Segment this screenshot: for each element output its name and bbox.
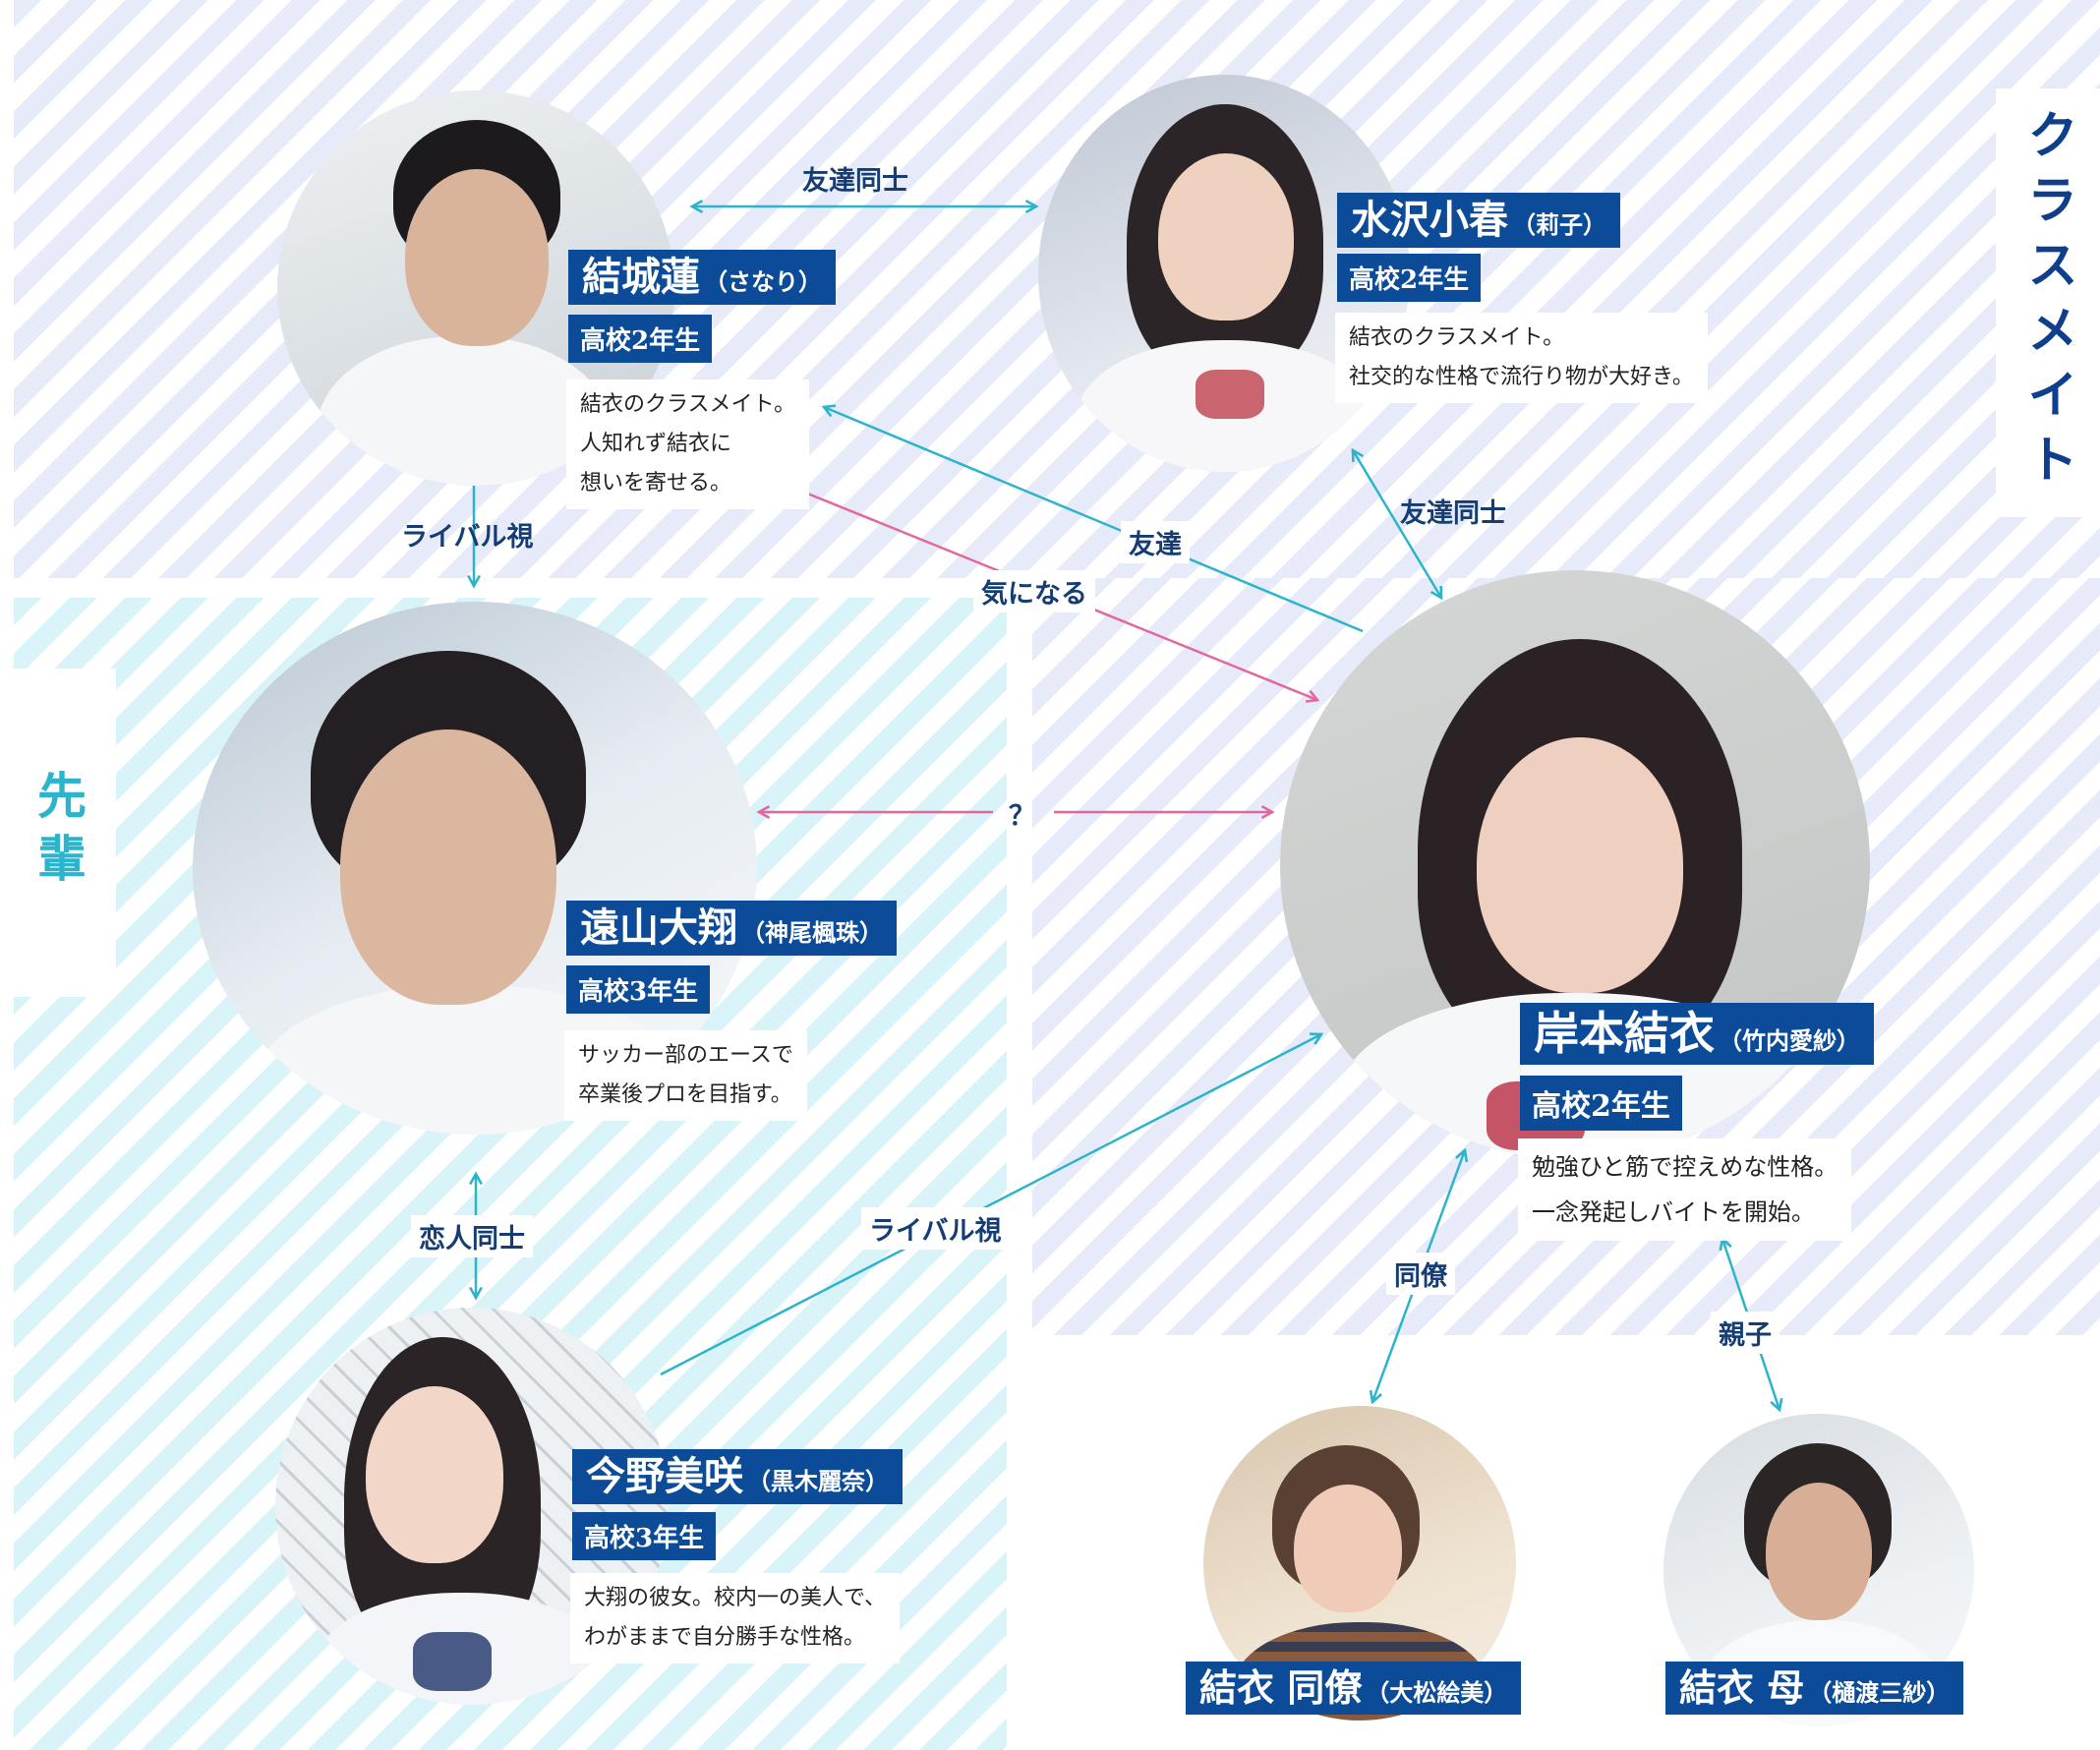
- description-yuki: 結衣のクラスメイト。 人知れず結衣に 想いを寄せる。: [566, 379, 810, 509]
- relation-label-yuki-mizusawa: 友達同士: [802, 166, 908, 197]
- actor-name: （樋渡三紗）: [1808, 1678, 1951, 1707]
- description-line: 想いを寄せる。: [580, 471, 732, 496]
- description-line: 卒業後プロを目指す。: [578, 1082, 792, 1107]
- character-name: 結衣 母: [1679, 1665, 1805, 1710]
- arrow-kishimoto-yuki: [824, 407, 1364, 633]
- description-line: 大翔の彼女。校内一の美人で、: [584, 1586, 887, 1610]
- character-name: 岸本結衣: [1534, 1007, 1715, 1060]
- group-label-classmate: クラスメイト: [1996, 88, 2100, 517]
- character-name: 結城蓮: [582, 254, 700, 300]
- relation-label-kishimoto-mother: 親子: [1711, 1312, 1779, 1354]
- description-line: 結衣のクラスメイト。: [580, 392, 796, 417]
- actor-name: （大松絵美）: [1366, 1678, 1508, 1707]
- actor-name: （さなり）: [704, 267, 822, 296]
- name-tag-mother: 結衣 母（樋渡三紗）: [1665, 1662, 1964, 1715]
- character-name: 遠山大翔: [580, 904, 737, 951]
- relation-label-konno-kishimoto: ライバル視: [861, 1207, 1010, 1250]
- name-tag-yuki: 結城蓮（さなり）: [568, 250, 836, 305]
- actor-name: （神尾楓珠）: [741, 918, 883, 947]
- relation-label-yuki-toyama: ライバル視: [401, 522, 534, 553]
- description-toyama: サッカー部のエースで 卒業後プロを目指す。: [564, 1030, 807, 1121]
- character-name: 結衣 同僚: [1199, 1665, 1363, 1710]
- group-label-senpai: 先輩: [0, 669, 116, 997]
- relation-label-kishimoto-coworker: 同僚: [1386, 1253, 1455, 1295]
- relation-label-yuki-kishimoto: 気になる: [973, 570, 1095, 612]
- description-konno: 大翔の彼女。校内一の美人で、 わがままで自分勝手な性格。: [570, 1573, 901, 1663]
- description-line: 勉強ひと筋で控えめな性格。: [1532, 1153, 1838, 1181]
- character-name: 水沢小春: [1351, 197, 1508, 243]
- name-tag-kishimoto: 岸本結衣（竹内愛紗）: [1520, 1003, 1874, 1065]
- name-tag-konno: 今野美咲（黒木麗奈）: [572, 1449, 903, 1504]
- portrait-kishimoto: [1280, 570, 1870, 1160]
- character-name: 今野美咲: [586, 1453, 743, 1499]
- description-line: 人知れず結衣に: [580, 432, 732, 456]
- name-tag-toyama: 遠山大翔（神尾楓珠）: [566, 901, 897, 956]
- description-line: 結衣のクラスメイト。: [1349, 325, 1565, 350]
- description-line: 一念発起しバイトを開始。: [1532, 1198, 1815, 1226]
- relation-label-toyama-kishimoto: ？: [1009, 801, 1035, 832]
- description-line: サッカー部のエースで: [578, 1043, 793, 1068]
- actor-name: （竹内愛紗）: [1719, 1026, 1860, 1055]
- actor-name: （莉子）: [1512, 210, 1606, 239]
- grade-badge-mizusawa: 高校2年生: [1337, 254, 1482, 302]
- description-line: わがままで自分勝手な性格。: [584, 1625, 866, 1650]
- grade-badge-yuki: 高校2年生: [568, 315, 713, 363]
- arrow-konno-kishimoto: [660, 1034, 1321, 1376]
- grade-badge-konno: 高校3年生: [572, 1512, 717, 1560]
- actor-name: （黒木麗奈）: [747, 1467, 889, 1495]
- relation-label-mizusawa-kishimoto: 友達同士: [1400, 498, 1506, 529]
- grade-badge-kishimoto: 高校2年生: [1520, 1076, 1682, 1131]
- description-mizusawa: 結衣のクラスメイト。 社交的な性格で流行り物が大好き。: [1335, 313, 1708, 403]
- name-tag-mizusawa: 水沢小春（莉子）: [1337, 193, 1620, 248]
- relation-label-kishimoto-yuki: 友達: [1121, 521, 1190, 563]
- description-line: 社交的な性格で流行り物が大好き。: [1349, 365, 1694, 389]
- grade-badge-toyama: 高校3年生: [566, 965, 711, 1014]
- description-kishimoto: 勉強ひと筋で控えめな性格。 一念発起しバイトを開始。: [1518, 1138, 1852, 1241]
- name-tag-coworker: 結衣 同僚（大松絵美）: [1186, 1662, 1522, 1715]
- relation-label-toyama-konno: 恋人同士: [411, 1215, 533, 1257]
